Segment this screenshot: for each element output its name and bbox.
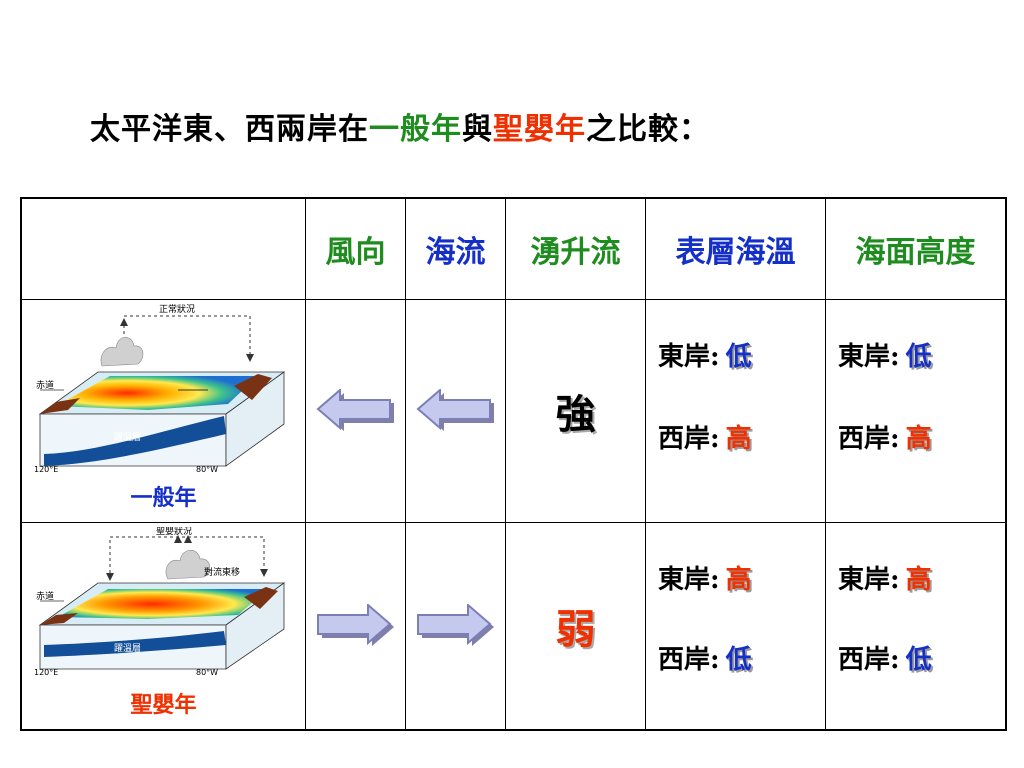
table-row-el-nino-year: 聖嬰狀況 對流東移 赤道 躍溫層 120°E 80°W 聖嬰年 xyxy=(20,521,1007,730)
sst-west-el-nino: 西岸:低 xyxy=(658,639,752,676)
diagram-lon-right-normal: 80°W xyxy=(196,465,218,474)
sst-west-normal: 西岸:高 xyxy=(658,418,752,455)
table-row-normal-year: 正常狀況 赤道 躍溫層 120°E 80°W 一般年 xyxy=(20,298,1007,523)
sea-level-east-label: 東岸: xyxy=(838,564,900,595)
title-el-nino-year: 聖嬰年 xyxy=(493,112,586,147)
sea-level-west-value: 高 xyxy=(905,423,932,454)
diagram-equator-el-nino: 赤道 xyxy=(36,590,54,602)
upwelling-normal: 強 xyxy=(505,298,646,523)
sea-level-east-value: 低 xyxy=(905,341,932,372)
el-nino-diagram: 聖嬰狀況 對流東移 赤道 躍溫層 120°E 80°W xyxy=(28,525,290,697)
sea-level-east-normal: 東岸:低 xyxy=(838,336,932,373)
wind-cell-normal xyxy=(305,298,406,523)
sst-cell-el-nino: 東岸:高 西岸:低 xyxy=(645,521,826,730)
sea-level-east-label: 東岸: xyxy=(838,341,900,372)
title-normal-year: 一般年 xyxy=(369,112,462,147)
comparison-table: 風向 海流 湧升流 表層海溫 海面高度 xyxy=(20,197,1007,731)
sea-level-west-value: 低 xyxy=(905,644,932,675)
diagram-thermocline-normal: 躍溫層 xyxy=(114,432,141,443)
left-arrow-icon xyxy=(406,300,505,522)
current-cell-normal xyxy=(405,298,506,523)
header-wind: 風向 xyxy=(305,197,406,300)
normal-year-diagram: 正常狀況 赤道 躍溫層 120°E 80°W xyxy=(28,303,290,474)
title-part3: 之比較： xyxy=(586,112,710,147)
sea-level-east-value: 高 xyxy=(905,564,932,595)
title-part1: 太平洋東、西兩岸在 xyxy=(90,112,369,147)
right-arrow-icon xyxy=(306,523,405,729)
sst-west-label: 西岸: xyxy=(658,644,720,675)
sst-east-label: 東岸: xyxy=(658,564,720,595)
el-nino-diagram-cell: 聖嬰狀況 對流東移 赤道 躍溫層 120°E 80°W 聖嬰年 xyxy=(20,521,306,730)
sea-level-cell-el-nino: 東岸:高 西岸:低 xyxy=(825,521,1007,730)
upwelling-el-nino: 弱 xyxy=(505,521,646,730)
right-arrow-icon xyxy=(406,523,505,729)
sst-east-el-nino: 東岸:高 xyxy=(658,559,752,596)
header-row: 風向 海流 湧升流 表層海溫 海面高度 xyxy=(20,197,1007,300)
sst-west-value: 高 xyxy=(725,423,752,454)
header-current: 海流 xyxy=(405,197,506,300)
sea-level-west-label: 西岸: xyxy=(838,423,900,454)
header-empty-cell xyxy=(20,197,306,300)
diagram-caption-el-nino: 聖嬰狀況 xyxy=(156,527,192,537)
sst-east-value: 低 xyxy=(725,341,752,372)
sst-west-value: 低 xyxy=(725,644,752,675)
sea-level-cell-normal: 東岸:低 西岸:高 xyxy=(825,298,1007,523)
sst-cell-normal: 東岸:低 西岸:高 xyxy=(645,298,826,523)
current-cell-el-nino xyxy=(405,521,506,730)
diagram-convection-el-nino: 對流東移 xyxy=(204,566,240,578)
diagram-caption-normal: 正常狀況 xyxy=(159,304,195,315)
header-sea-level: 海面高度 xyxy=(825,197,1007,300)
diagram-lon-left-el-nino: 120°E xyxy=(34,668,58,677)
wind-cell-el-nino xyxy=(305,521,406,730)
sst-east-normal: 東岸:低 xyxy=(658,336,752,373)
sst-east-value: 高 xyxy=(725,564,752,595)
left-arrow-icon xyxy=(306,300,405,522)
header-sst: 表層海溫 xyxy=(645,197,826,300)
sea-level-west-normal: 西岸:高 xyxy=(838,418,932,455)
diagram-thermocline-el-nino: 躍溫層 xyxy=(114,643,141,654)
sea-level-east-el-nino: 東岸:高 xyxy=(838,559,932,596)
normal-diagram-cell: 正常狀況 赤道 躍溫層 120°E 80°W 一般年 xyxy=(20,298,306,523)
sea-level-west-el-nino: 西岸:低 xyxy=(838,639,932,676)
diagram-equator-normal: 赤道 xyxy=(36,379,54,391)
title-part2: 與 xyxy=(462,112,493,147)
diagram-lon-left-normal: 120°E xyxy=(34,465,58,474)
sst-west-label: 西岸: xyxy=(658,423,720,454)
header-upwelling: 湧升流 xyxy=(505,197,646,300)
sst-east-label: 東岸: xyxy=(658,341,720,372)
diagram-lon-right-el-nino: 80°W xyxy=(196,668,218,677)
row-label-normal-year: 一般年 xyxy=(130,484,197,511)
slide-title: 太平洋東、西兩岸在一般年與聖嬰年之比較： xyxy=(90,104,710,148)
row-label-el-nino-year: 聖嬰年 xyxy=(130,691,197,718)
sea-level-west-label: 西岸: xyxy=(838,644,900,675)
